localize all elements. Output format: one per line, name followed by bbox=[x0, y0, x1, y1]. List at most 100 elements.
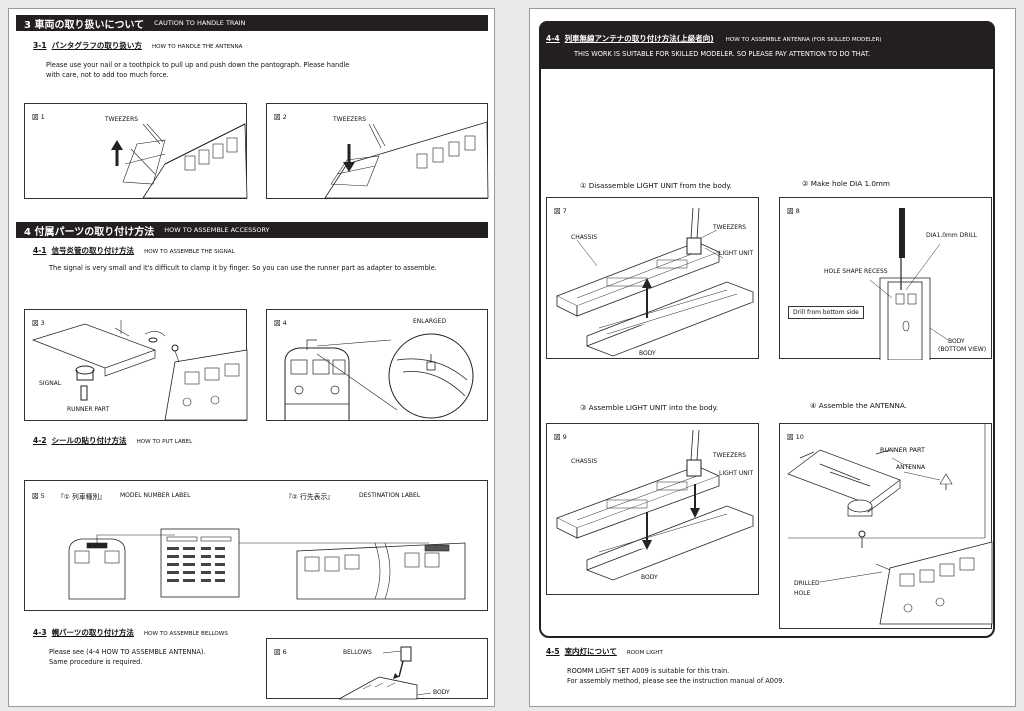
subsection-title: パンタグラフの取り扱い方 bbox=[51, 41, 142, 50]
right-page: 4-4 列車無線アンテナの取り付け方法(上級者向) HOW TO ASSEMBL… bbox=[529, 8, 1016, 707]
figure-label: 図 4 bbox=[274, 319, 287, 327]
subsection-title: 室内灯について bbox=[564, 647, 617, 656]
subsection-number: 4-1 bbox=[33, 246, 47, 255]
step-2-text: ② Make hole DIA 1.0mm bbox=[802, 179, 890, 188]
figure-8: 図 8 DIA1.0mm DRILL HOLE SHAPE RECESS Dri… bbox=[779, 197, 992, 360]
light-unit-callout: LIGHT UNIT bbox=[719, 250, 754, 257]
subsection-number: 4-5 bbox=[546, 647, 560, 656]
figure-label: 図 6 bbox=[274, 648, 287, 656]
model-number-label-jp: 『① 列車種別』 bbox=[57, 493, 107, 501]
pantograph-illustration bbox=[111, 123, 248, 199]
figure-label: 図 10 bbox=[787, 433, 804, 441]
bellows-callout: BELLOWS bbox=[343, 649, 372, 656]
signal-callout: SIGNAL bbox=[39, 380, 62, 387]
section-3-title: 3 車両の取り扱いについて bbox=[24, 19, 145, 31]
subsection-4-3-text: Please see (4-4 HOW TO ASSEMBLE ANTENNA)… bbox=[49, 647, 259, 667]
pantograph-illustration bbox=[324, 121, 489, 199]
subsection-title: シールの貼り付け方法 bbox=[51, 436, 127, 445]
section-4-4-title: 列車無線アンテナの取り付け方法(上級者向) bbox=[564, 33, 714, 43]
figure-1: 図 1 TWEEZERS bbox=[24, 103, 248, 199]
section-4-title: 4 付属パーツの取り付け方法 bbox=[24, 226, 155, 238]
figure-label: 図 7 bbox=[554, 207, 567, 215]
subsection-4-5-heading: 4-5 室内灯について ROOM LIGHT bbox=[546, 646, 663, 657]
figure-label: 図 1 bbox=[32, 113, 45, 121]
body-callout: BODY bbox=[948, 338, 965, 345]
runner-part-callout: RUNNER PART bbox=[67, 406, 110, 413]
antenna-callout: ANTENNA bbox=[896, 464, 926, 471]
subsection-title-en: HOW TO PUT LABEL bbox=[136, 439, 193, 445]
section-4-4-title-en: HOW TO ASSEMBLE ANTENNA (FOR SKILLED MOD… bbox=[725, 36, 882, 43]
step-1-text: ① Disassemble LIGHT UNIT from the body. bbox=[580, 181, 732, 190]
drilled-hole-callout-line2: HOLE bbox=[794, 590, 811, 597]
text-line: ROOMM LIGHT SET A009 is suitable for thi… bbox=[567, 667, 730, 675]
figure-10: 図 10 RUNNER PART ANTENNA DRILLED HOLE bbox=[779, 423, 993, 629]
figure-label: 図 8 bbox=[787, 207, 800, 215]
tweezers-callout: TWEEZERS bbox=[333, 116, 367, 123]
left-page: 3 車両の取り扱いについて CAUTION TO HANDLE TRAIN 3-… bbox=[8, 8, 495, 707]
subsection-number: 4-4 bbox=[546, 33, 560, 43]
step-3-text: ③ Assemble LIGHT UNIT into the body. bbox=[580, 403, 719, 412]
step-4-text: ④ Assemble the ANTENNA. bbox=[810, 401, 907, 410]
destination-label-jp: 『② 行先表示』 bbox=[285, 493, 335, 501]
bellows-illustration bbox=[338, 646, 432, 700]
drilled-hole-callout: DRILLED bbox=[794, 580, 820, 587]
figure-4: 図 4 ENLARGED bbox=[266, 309, 488, 421]
figure-label: 図 5 bbox=[32, 492, 45, 500]
figure-label: 図 2 bbox=[274, 113, 287, 121]
figure-2: 図 2 TWEEZERS bbox=[266, 103, 489, 199]
section-4-4-title-row: 4-4 列車無線アンテナの取り付け方法(上級者向) HOW TO ASSEMBL… bbox=[546, 33, 882, 44]
chassis-callout: CHASSIS bbox=[571, 458, 598, 465]
subsection-3-1-heading: 3-1 パンタグラフの取り扱い方 HOW TO HANDLE THE ANTENNA bbox=[33, 40, 243, 51]
tweezers-callout: TWEEZERS bbox=[713, 452, 747, 459]
text-line: For assembly method, please see the inst… bbox=[567, 677, 785, 685]
subsection-4-1-text: The signal is very small and it's diffic… bbox=[49, 264, 437, 272]
bottom-view-callout: (BOTTOM VIEW) bbox=[938, 346, 987, 353]
body-callout: BODY bbox=[433, 689, 450, 696]
subsection-title-en: HOW TO ASSEMBLE THE SIGNAL bbox=[144, 249, 235, 255]
skilled-modeler-notice: THIS WORK IS SUITABLE FOR SKILLED MODELE… bbox=[574, 49, 871, 58]
assemble-antenna-illustration bbox=[787, 424, 993, 625]
subsection-title-en: HOW TO ASSEMBLE BELLOWS bbox=[143, 631, 228, 637]
chassis-callout: CHASSIS bbox=[571, 234, 598, 241]
destination-label-en: DESTINATION LABEL bbox=[359, 492, 421, 499]
text-line: Please see (4-4 HOW TO ASSEMBLE ANTENNA)… bbox=[49, 648, 206, 656]
enlarged-callout: ENLARGED bbox=[413, 318, 447, 325]
figure-label: 図 3 bbox=[32, 319, 45, 327]
subsection-4-2-heading: 4-2 シールの貼り付け方法 HOW TO PUT LABEL bbox=[33, 435, 192, 446]
subsection-4-1-heading: 4-1 信号炎管の取り付け方法 HOW TO ASSEMBLE THE SIGNAL bbox=[33, 245, 235, 256]
section-4-header: 4 付属パーツの取り付け方法 HOW TO ASSEMBLE ACCESSORY bbox=[16, 222, 488, 238]
figure-5: 図 5 『① 列車種別』 MODEL NUMBER LABEL 『② 行先表示』… bbox=[24, 480, 488, 611]
signal-enlarged-illustration bbox=[284, 333, 474, 420]
text-line: with care, not to add too much force. bbox=[46, 71, 169, 79]
figure-6: 図 6 BELLOWS BODY bbox=[266, 638, 488, 700]
text-line: Same procedure is required. bbox=[49, 658, 143, 666]
assemble-light-unit-illustration bbox=[555, 429, 755, 581]
section-3-header: 3 車両の取り扱いについて CAUTION TO HANDLE TRAIN bbox=[16, 15, 488, 31]
figure-3: 図 3 SIGNAL RUNNER PART bbox=[24, 309, 248, 421]
subsection-title-en: ROOM LIGHT bbox=[626, 650, 663, 656]
subsection-3-1-text: Please use your nail or a toothpick to p… bbox=[46, 60, 486, 80]
drill-hole-illustration bbox=[869, 208, 949, 360]
tweezers-callout: TWEEZERS bbox=[105, 116, 139, 123]
signal-illustration bbox=[31, 320, 248, 421]
text-line: Please use your nail or a toothpick to p… bbox=[46, 61, 350, 69]
section-4-4-header: 4-4 列車無線アンテナの取り付け方法(上級者向) HOW TO ASSEMBL… bbox=[539, 21, 995, 69]
body-callout: BODY bbox=[641, 574, 658, 581]
subsection-number: 4-2 bbox=[33, 436, 47, 445]
hole-shape-recess-callout: HOLE SHAPE RECESS bbox=[824, 268, 888, 275]
subsection-number: 3-1 bbox=[33, 41, 47, 50]
subsection-title-en: HOW TO HANDLE THE ANTENNA bbox=[151, 44, 243, 50]
figure-9: 図 9 CHASSIS TWEEZERS LIGHT UNIT BODY bbox=[546, 423, 759, 595]
subsection-title: 信号炎管の取り付け方法 bbox=[51, 246, 135, 255]
model-number-label-en: MODEL NUMBER LABEL bbox=[120, 492, 191, 499]
subsection-number: 4-3 bbox=[33, 628, 47, 637]
light-unit-callout: LIGHT UNIT bbox=[719, 470, 754, 477]
section-3-title-en: CAUTION TO HANDLE TRAIN bbox=[154, 19, 246, 27]
disassemble-light-unit-illustration bbox=[556, 207, 755, 357]
drill-callout: DIA1.0mm DRILL bbox=[926, 232, 977, 239]
runner-part-callout: RUNNER PART bbox=[880, 446, 925, 454]
drill-from-bottom-note: Drill from bottom side bbox=[788, 306, 864, 319]
figure-label: 図 9 bbox=[554, 433, 567, 441]
body-callout: BODY bbox=[639, 350, 656, 357]
